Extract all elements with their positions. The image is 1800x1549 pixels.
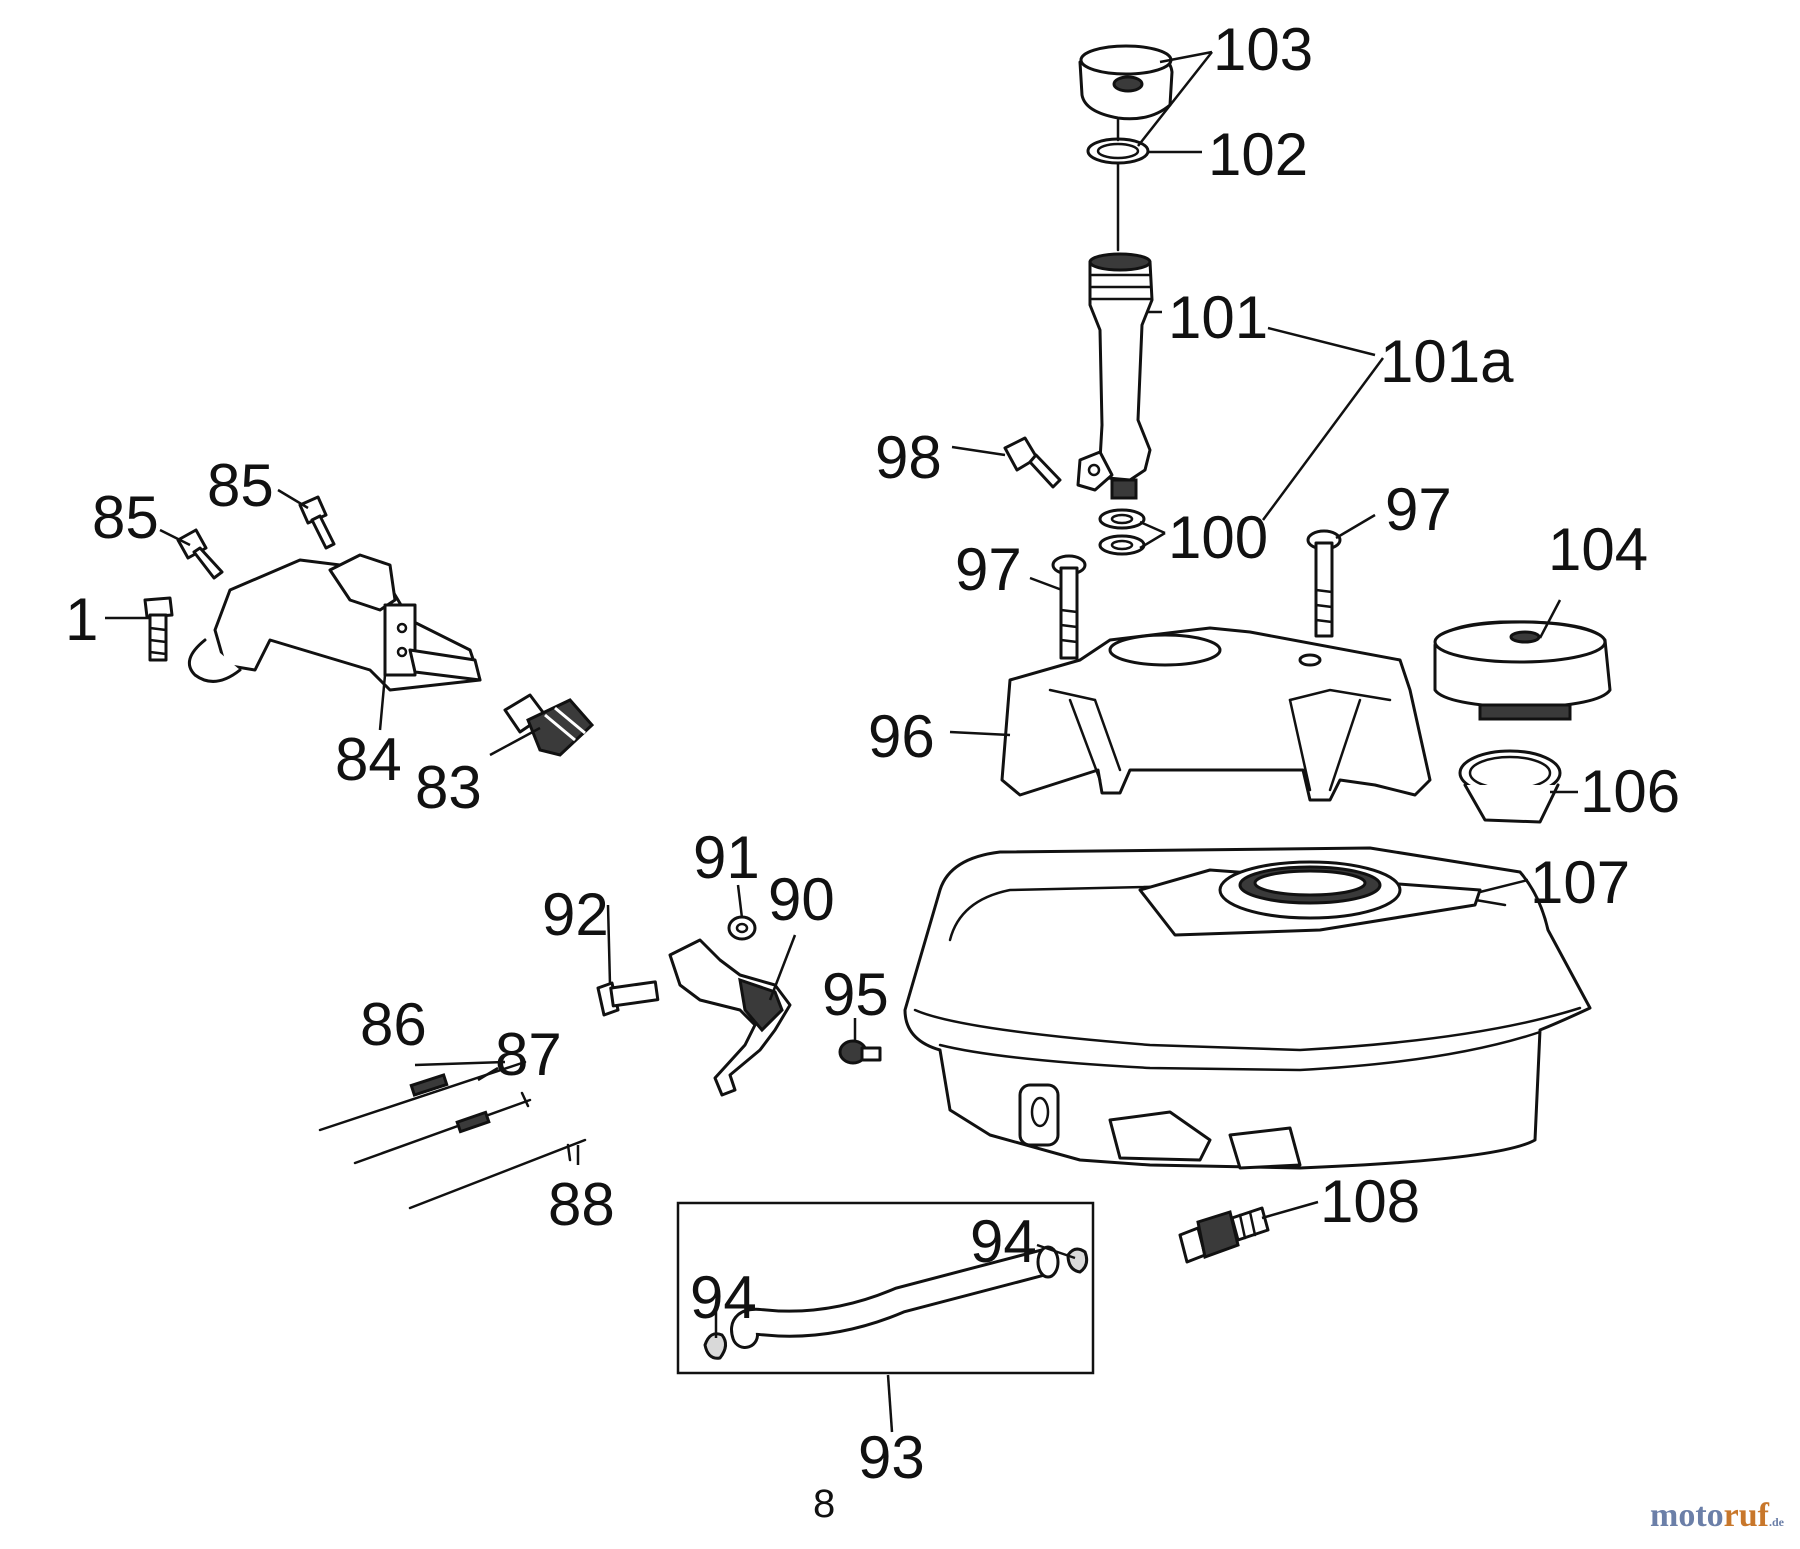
callout-83: 83 — [415, 754, 482, 821]
bolt-part-97-left — [1051, 554, 1087, 660]
knob-part-83 — [503, 693, 595, 757]
bolt-part-1 — [143, 596, 174, 662]
callout-labels: 1 85 85 84 83 86 87 88 92 91 90 95 96 97… — [65, 16, 1680, 1526]
fuel-line-hose — [730, 1245, 1060, 1349]
callout-102: 102 — [1208, 121, 1308, 188]
bolt-part-97-right — [1306, 529, 1342, 638]
callout-85-left: 85 — [92, 484, 159, 551]
callout-91: 91 — [693, 824, 760, 891]
callout-95: 95 — [822, 961, 889, 1028]
callout-103: 103 — [1213, 16, 1313, 83]
callout-101a: 101a — [1380, 328, 1514, 395]
page-number: 8 — [813, 1482, 835, 1526]
screw-part-95 — [838, 1039, 882, 1065]
callout-97-right: 97 — [1385, 476, 1452, 543]
bolt-part-85-left — [176, 528, 224, 580]
callout-98: 98 — [875, 424, 942, 491]
fuel-line-kit-box — [676, 1201, 1095, 1375]
hose-clamp-part-94-left — [703, 1332, 727, 1360]
bolt-part-98 — [1003, 436, 1062, 489]
fuel-tank-part-107 — [903, 846, 1592, 1170]
bolt-part-85-right — [298, 495, 336, 550]
callout-84: 84 — [335, 726, 402, 793]
callout-88: 88 — [548, 1171, 615, 1238]
watermark-part-1: moto — [1650, 1497, 1724, 1534]
callout-92: 92 — [542, 881, 609, 948]
bolt-part-92 — [596, 980, 660, 1017]
watermark-part-2: ruf — [1723, 1497, 1769, 1534]
spring-link-part-87 — [353, 1091, 532, 1165]
callout-108: 108 — [1320, 1168, 1420, 1235]
link-rod-part-88 — [408, 1138, 587, 1210]
washer-part-100 — [1098, 508, 1146, 556]
watermark-part-3: .de — [1769, 1515, 1784, 1529]
dipstick-cap-part-103 — [1078, 44, 1174, 121]
callout-1: 1 — [65, 586, 98, 653]
callout-100: 100 — [1168, 504, 1268, 571]
fill-tube-part-101 — [1076, 252, 1154, 500]
o-ring-part-102 — [1086, 137, 1150, 165]
leader-lines — [105, 50, 1578, 1433]
shroud-part-96 — [1000, 626, 1432, 802]
hose-clamp-part-94-right — [1066, 1247, 1089, 1274]
bracket-part-90 — [668, 938, 792, 1097]
callout-106: 106 — [1580, 758, 1680, 825]
callout-107: 107 — [1530, 849, 1630, 916]
control-bracket-part-84 — [187, 553, 482, 692]
callout-104: 104 — [1548, 516, 1648, 583]
callout-90: 90 — [768, 866, 835, 933]
callout-85-right: 85 — [207, 452, 274, 519]
callout-94-left: 94 — [690, 1264, 757, 1331]
callout-101: 101 — [1168, 284, 1268, 351]
callout-96: 96 — [868, 703, 935, 770]
watermark-logo: motoruf.de — [1650, 1497, 1784, 1535]
callout-94-right: 94 — [970, 1208, 1037, 1275]
callout-86: 86 — [360, 991, 427, 1058]
strainer-part-106 — [1458, 749, 1562, 824]
callout-97-left: 97 — [955, 536, 1022, 603]
valve-part-108 — [1178, 1206, 1270, 1264]
callout-87: 87 — [495, 1021, 562, 1088]
nut-part-91 — [727, 915, 757, 941]
callout-93: 93 — [858, 1424, 925, 1491]
fuel-cap-part-104 — [1433, 620, 1612, 721]
